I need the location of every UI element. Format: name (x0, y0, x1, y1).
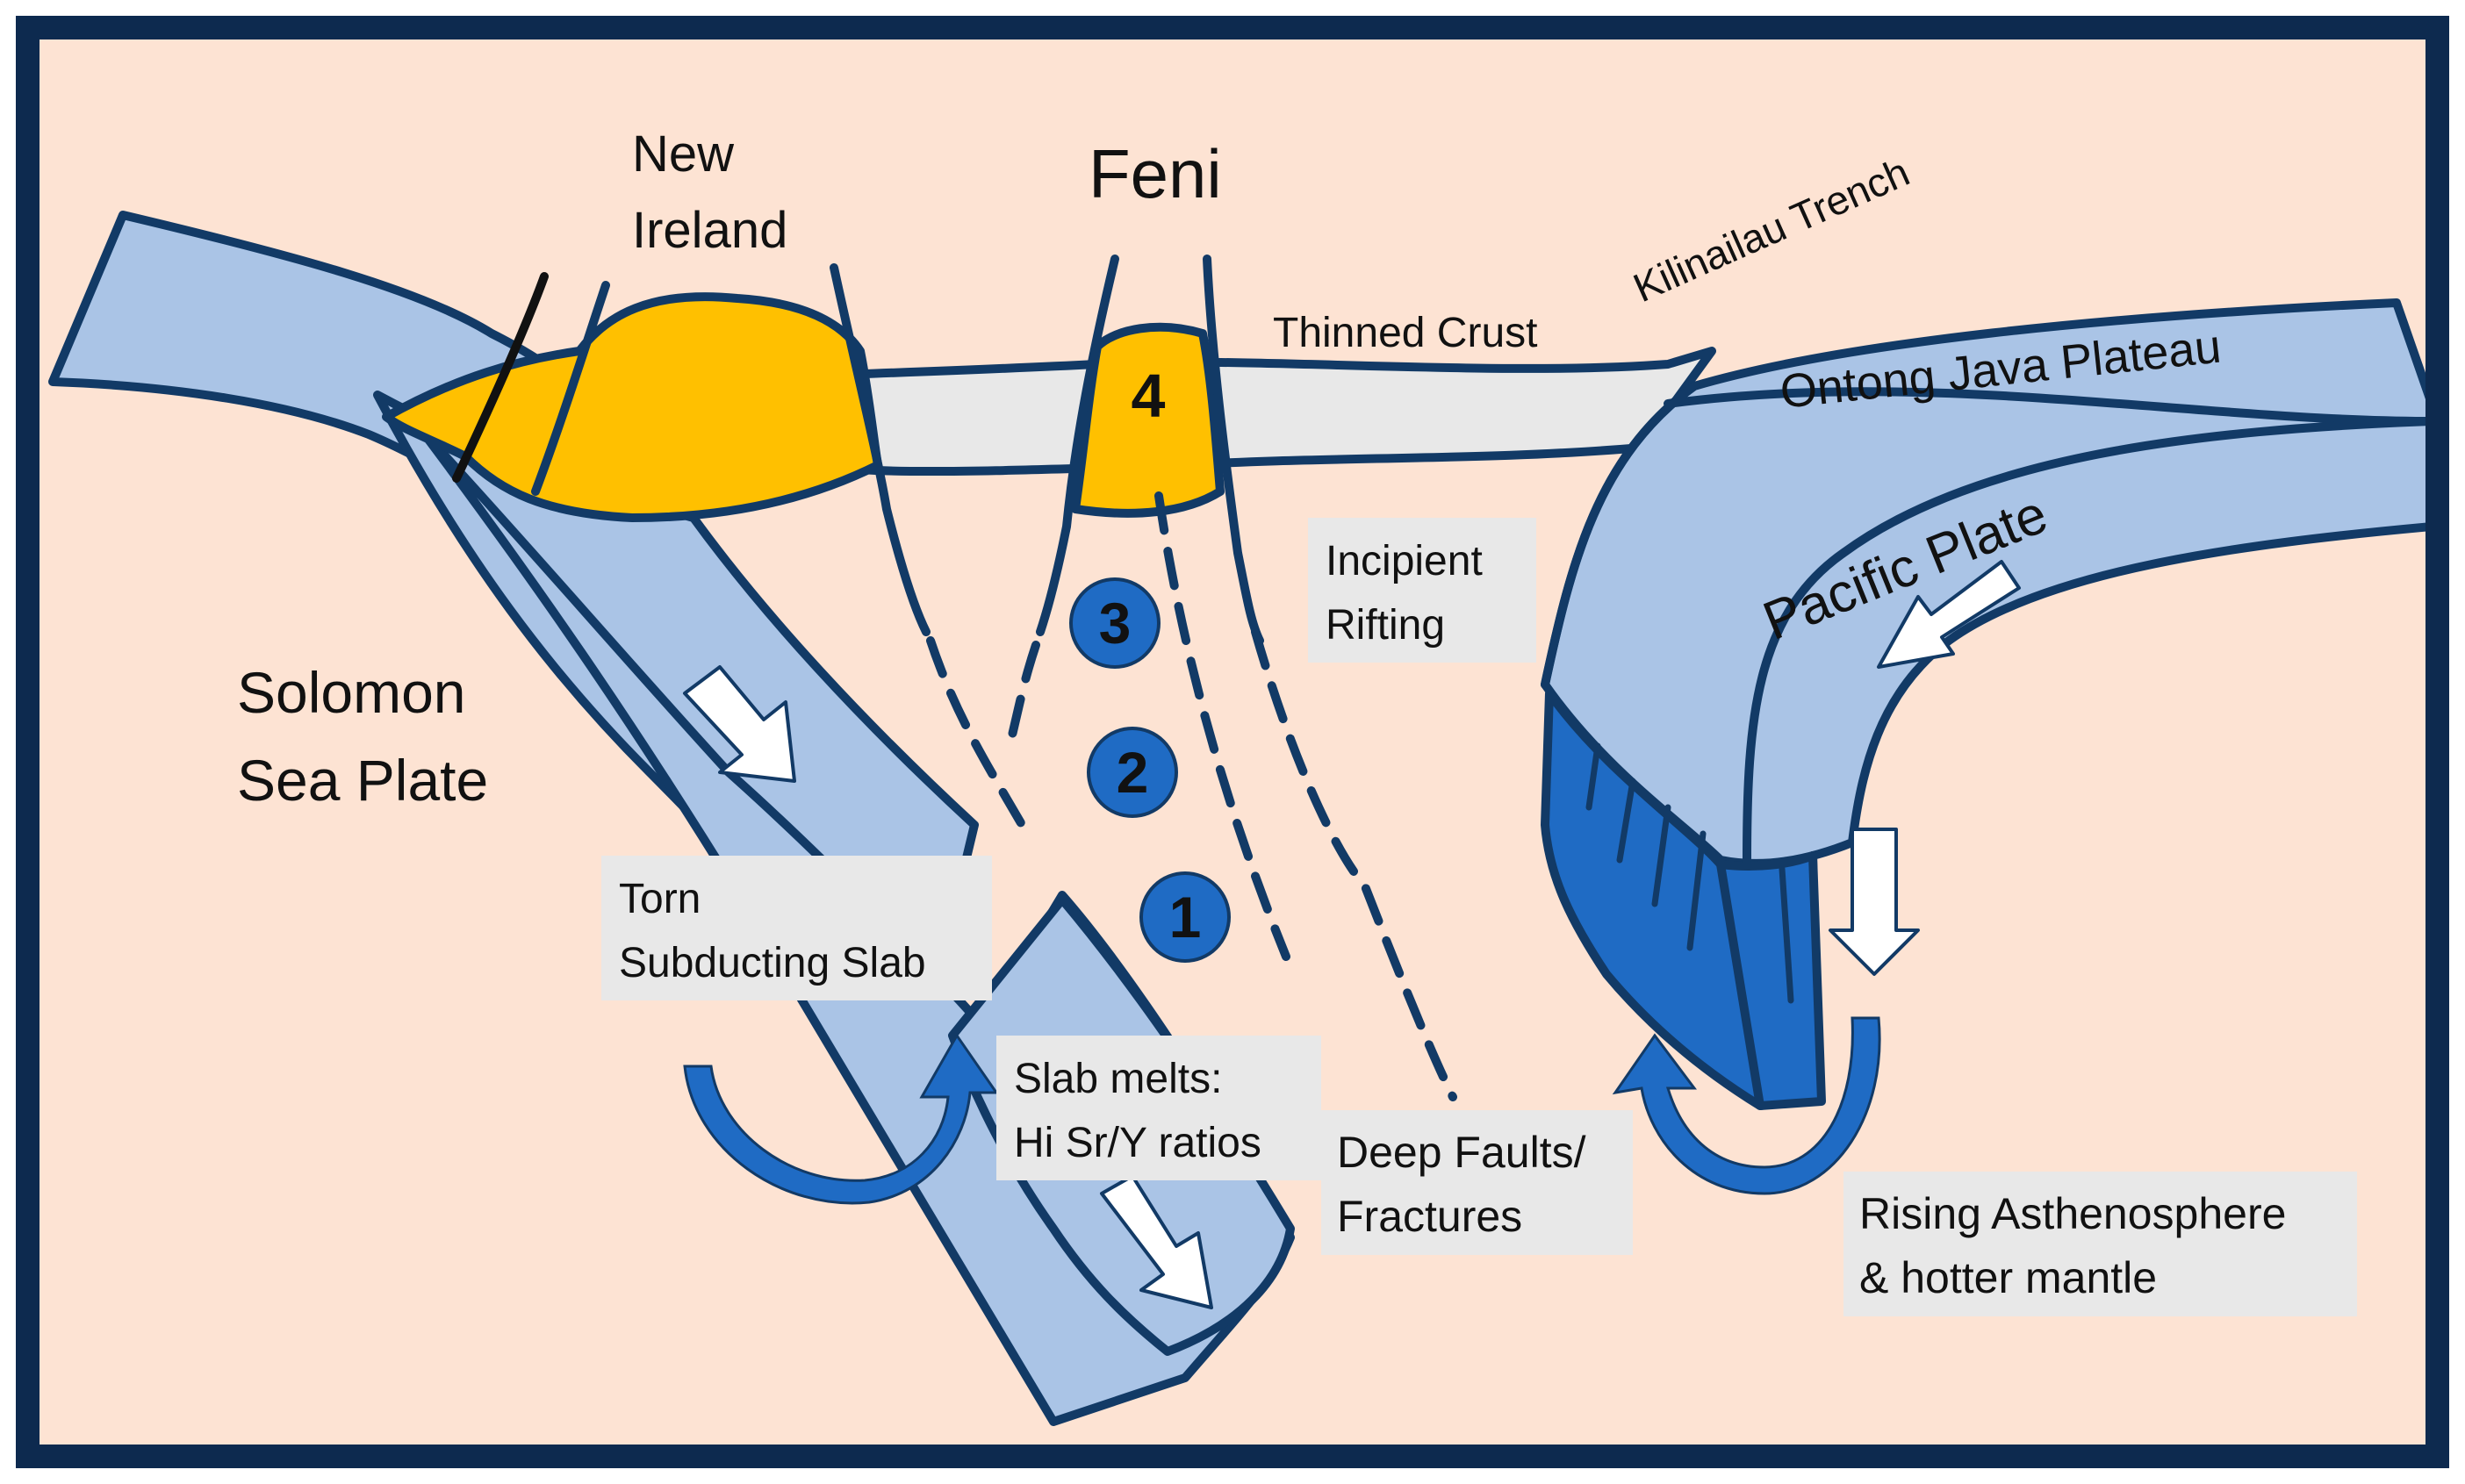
numbered-markers: 1 2 3 4 (1069, 362, 1231, 963)
deep-faults-label-line2: Fractures (1337, 1192, 1522, 1241)
rising-asthenosphere-box (1843, 1172, 2357, 1316)
marker-3-label: 3 (1099, 591, 1132, 656)
marker-2 (1087, 727, 1178, 818)
rising-asthenosphere-label-line2: & hotter mantle (1859, 1253, 2157, 1302)
marker-4-label: 4 (1132, 362, 1166, 430)
slab-melts-label-line2: Hi Sr/Y ratios (1014, 1120, 1261, 1166)
feni-fault-left (1036, 255, 1119, 636)
slab-striations (1585, 742, 1794, 1004)
feni-volcanic-body (1071, 322, 1225, 518)
solomon-sea-plate-label-line1: Solomon (237, 660, 466, 725)
new-ireland-fault-left (531, 281, 610, 496)
feni-label: Feni (1089, 135, 1222, 212)
feni-fault-right (1203, 255, 1264, 645)
ontong-java-surface-line (1664, 387, 2425, 426)
slab-melts-box (996, 1036, 1321, 1180)
rising-asthenosphere-label-line1: Rising Asthenosphere (1859, 1189, 2286, 1238)
incipient-rifting-label-line2: Rifting (1326, 602, 1445, 649)
trench-edge (1541, 382, 1699, 689)
dashed-deep-faults (926, 491, 1457, 1101)
pacific-plate-arrow-icon (1877, 560, 2021, 669)
torn-slab-label-line1: Torn (619, 876, 701, 922)
marker-1 (1139, 871, 1231, 963)
white-motion-arrows (683, 560, 2021, 1309)
pacific-slab-dark-right (1716, 851, 1826, 1110)
solomon-sea-plate-label-line2: Sea Plate (237, 748, 488, 813)
thinned-crust-label: Thinned Crust (1273, 310, 1537, 356)
marker-3 (1069, 577, 1161, 669)
slab-sink-arrow-icon (1829, 828, 1920, 976)
incipient-rifting-box (1308, 518, 1536, 663)
new-ireland-label-line1: New (632, 125, 735, 183)
new-ireland-fault-right (830, 263, 931, 636)
incipient-rifting-label-line1: Incipient (1326, 538, 1483, 584)
slab-melt-arrow-icon (1100, 1174, 1213, 1309)
torn-slab-label-line2: Subducting Slab (619, 940, 926, 986)
deep-faults-box (1321, 1110, 1633, 1255)
slab-melts-label-line1: Slab melts: (1014, 1056, 1222, 1102)
black-thrust-fault (452, 272, 549, 483)
torn-slab-box (601, 856, 992, 1000)
right-upwelling-arrow-icon (1612, 1016, 1881, 1195)
new-ireland-label-line2: Ireland (632, 202, 787, 259)
pacific-plate-top-line (1743, 417, 2425, 864)
deep-faults-label-line1: Deep Faults/ (1337, 1128, 1586, 1177)
marker-2-label: 2 (1117, 740, 1149, 805)
marker-1-label: 1 (1169, 885, 1202, 950)
subduction-arrow-icon (683, 665, 796, 783)
